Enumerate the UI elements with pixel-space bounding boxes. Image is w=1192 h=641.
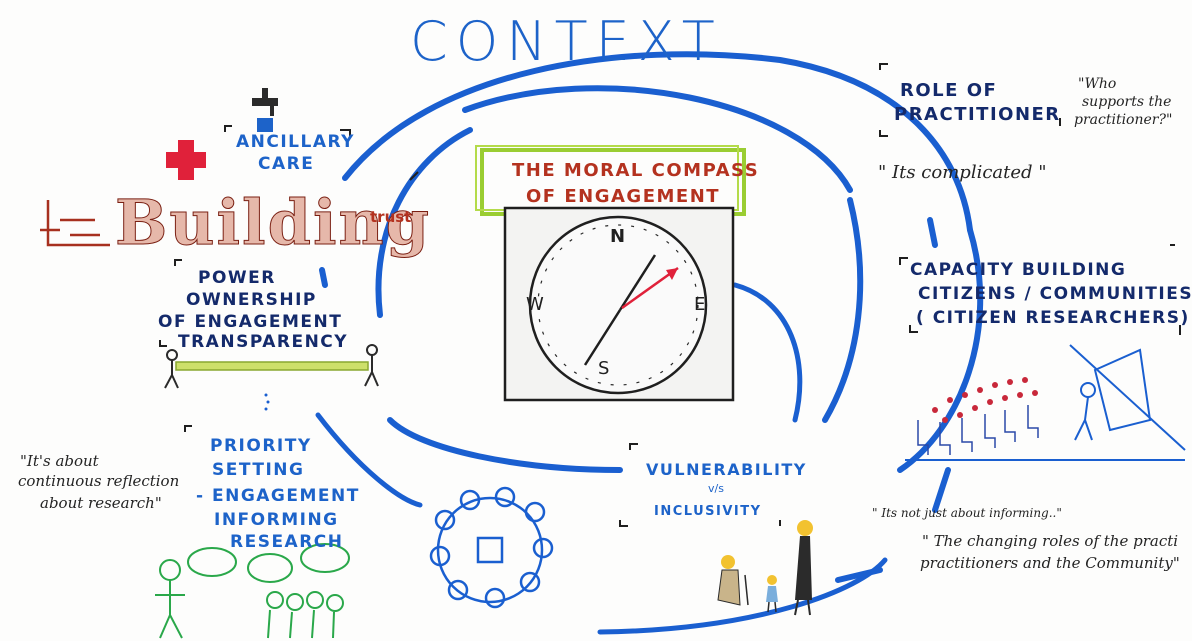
power-line4: TRANSPARENCY [178, 332, 349, 352]
quote-informing: " Its not just about informing.." [872, 506, 1062, 520]
compass-ticks [537, 224, 699, 386]
ancillary-line1: ANCILLARY [236, 132, 355, 152]
vulnerability-label: VULNERABILITY [646, 460, 807, 479]
audience-figures [917, 405, 1039, 455]
green-people-sketch [155, 543, 350, 639]
role-line1: ROLE OF [900, 80, 998, 101]
compass-needle-south [583, 309, 622, 366]
tug-of-war-figures [164, 344, 379, 389]
power-line1: POWER [198, 268, 276, 288]
quote-reflection-line1: "It's about [20, 452, 99, 470]
compass-red-needle [621, 266, 679, 310]
red-cross-icon [166, 140, 206, 180]
quote-reflection-line3: about research" [40, 494, 162, 512]
tap-icon [252, 88, 278, 132]
compass-east-label: E [694, 294, 706, 315]
who-line3: practitioner?" [1074, 112, 1173, 128]
inner-arc [732, 282, 803, 423]
dash-1 [927, 217, 938, 248]
capacity-line1: CAPACITY BUILDING [910, 260, 1127, 280]
rope [175, 361, 369, 371]
priority-line1: PRIORITY [210, 436, 312, 456]
priority-line3: - ENGAGEMENT [196, 486, 360, 506]
swirl-arcs [315, 51, 984, 635]
compass-title-line2: OF ENGAGEMENT [526, 186, 721, 207]
classroom-sketch [905, 344, 1186, 461]
quote-reflection-line2: continuous reflection [18, 472, 180, 490]
title-context: CONTEXT [410, 10, 723, 73]
outer-arc-right [897, 227, 984, 473]
middle-arc-top [462, 85, 853, 193]
quote-changing-line1: " The changing roles of the practi [922, 532, 1179, 550]
ancillary-line2: CARE [258, 154, 315, 174]
power-line2: OWNERSHIP [186, 290, 317, 310]
compass-title-line1: THE MORAL COMPASS [512, 160, 760, 181]
inclusivity-label: INCLUSIVITY [654, 504, 762, 519]
bracket-marks [159, 63, 1181, 527]
priority-line4: INFORMING [214, 510, 339, 530]
compass-west-label: W [526, 294, 544, 315]
dash-2 [932, 467, 951, 513]
dash-3 [319, 267, 328, 288]
compass-dial [528, 215, 708, 395]
quote-changing-line2: practitioners and the Community" [920, 554, 1180, 572]
family-figures [717, 520, 813, 616]
compass-red-arrowhead [666, 268, 678, 280]
who-line1: "Who [1078, 76, 1117, 92]
brick-wall-icon [40, 200, 110, 247]
vs-label: v/s [708, 482, 724, 495]
outer-arc [342, 51, 973, 233]
audience-dots [932, 377, 1038, 423]
compass-north-label: N [610, 226, 626, 247]
left-lower-arc [315, 412, 423, 508]
building-word: Building [115, 186, 431, 260]
dash-4 [835, 567, 883, 583]
power-line3: OF ENGAGEMENT [158, 312, 343, 332]
middle-arc-bottom [387, 417, 623, 473]
priority-line2: SETTING [212, 460, 305, 480]
role-line2: PRACTITIONER [894, 104, 1061, 125]
capacity-line2: CITIZENS / COMMUNITIES [918, 284, 1192, 304]
capacity-line3: ( CITIZEN RESEARCHERS) [916, 308, 1190, 328]
dotted-line [264, 393, 270, 411]
outer-arc-bottom [597, 557, 888, 635]
middle-arc-right [822, 197, 864, 423]
quote-complicated: " Its complicated " [878, 162, 1047, 183]
compass-south-label: S [598, 358, 610, 379]
priority-line5: RESEARCH [230, 532, 344, 552]
compass-needle-north [618, 254, 657, 311]
middle-arc-left [375, 127, 473, 318]
trust-word: trust [370, 208, 412, 226]
circle-meeting-icon [429, 486, 554, 609]
who-line2: supports the [1082, 94, 1172, 110]
